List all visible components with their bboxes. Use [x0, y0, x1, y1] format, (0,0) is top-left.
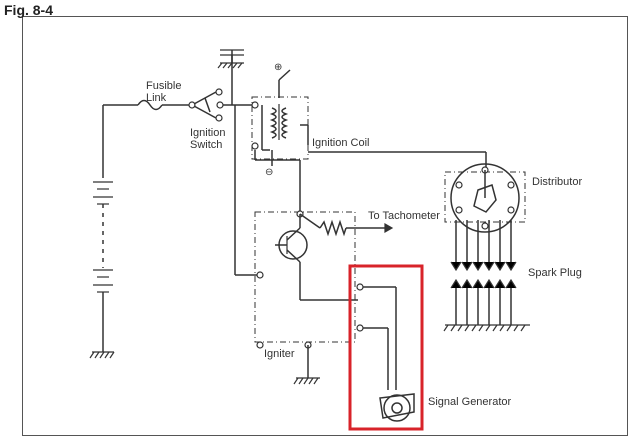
ignition-coil	[251, 69, 309, 166]
ground-symbol-battery	[89, 351, 115, 359]
label-to-tachometer: To Tachometer	[368, 210, 440, 222]
fusible-link	[137, 99, 163, 111]
battery	[93, 105, 113, 352]
signal-generator	[356, 283, 415, 422]
label-distributor: Distributor	[532, 176, 583, 188]
minus-symbol: ⊖	[265, 167, 274, 178]
plus-symbol: ⊕	[274, 62, 283, 73]
igniter	[254, 210, 394, 378]
label-fusible-1: Fusible	[146, 80, 182, 92]
spark-plug-gaps	[443, 261, 530, 332]
label-ignition-coil: Ignition Coil	[312, 137, 370, 149]
label-ignition-1: Ignition	[190, 127, 226, 139]
signal-generator-highlight	[348, 264, 424, 431]
ignition-switch	[188, 88, 224, 122]
label-igniter: Igniter	[264, 348, 295, 360]
label-fusible-2: Link	[146, 92, 167, 104]
diagram-frame	[22, 16, 628, 436]
ground-symbol-igniter	[293, 377, 320, 385]
label-signal-generator: Signal Generator	[428, 396, 512, 408]
distributor	[444, 163, 526, 233]
figure-title: Fig. 8-4	[4, 2, 54, 18]
label-spark-plug: Spark Plug	[528, 267, 582, 279]
label-ignition-2: Switch	[190, 139, 223, 151]
capacitor	[217, 49, 244, 105]
